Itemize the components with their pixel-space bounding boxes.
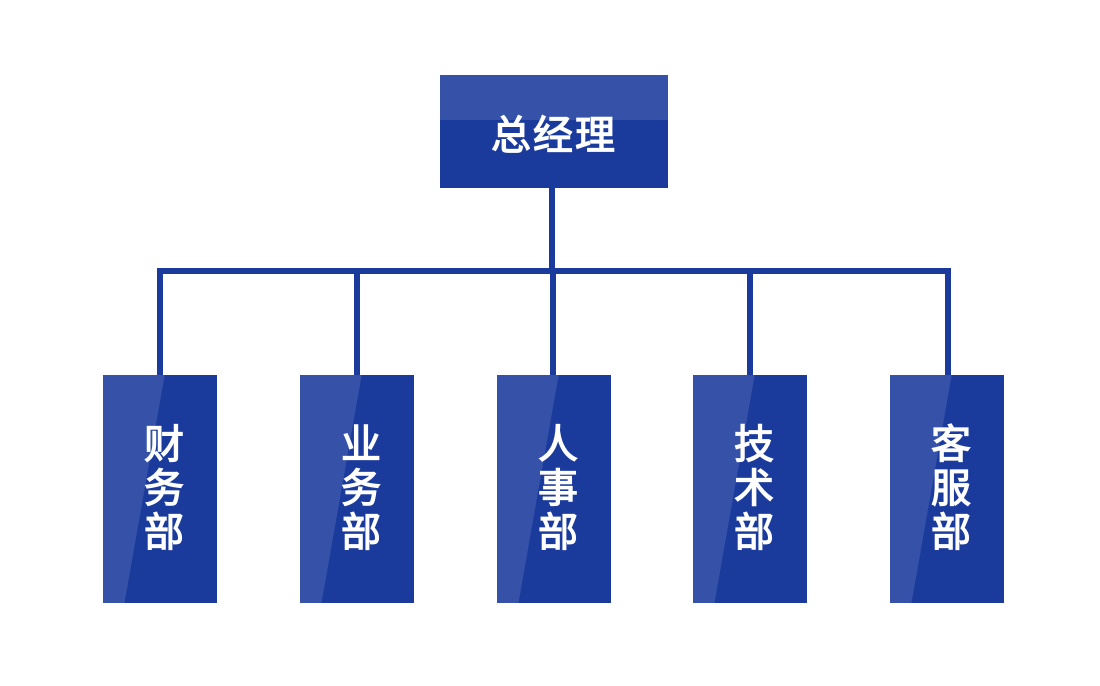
node-label: 财务部 xyxy=(137,423,183,555)
node-label: 业务部 xyxy=(334,423,380,555)
dept-connector xyxy=(157,268,163,375)
dept-connector xyxy=(945,268,951,375)
node-business-dept: 业务部 xyxy=(300,375,414,603)
node-label: 技术部 xyxy=(727,423,773,555)
node-general-manager: 总经理 xyxy=(440,75,668,188)
root-connector xyxy=(549,188,555,273)
node-hr-dept: 人事部 xyxy=(497,375,611,603)
node-tech-dept: 技术部 xyxy=(693,375,807,603)
node-customer-service-dept: 客服部 xyxy=(890,375,1004,603)
node-label: 人事部 xyxy=(531,423,577,555)
dept-connector xyxy=(747,268,753,375)
dept-connector xyxy=(550,268,556,375)
dept-connector xyxy=(354,268,360,375)
node-label: 总经理 xyxy=(491,112,617,159)
node-label: 客服部 xyxy=(924,423,970,555)
node-finance-dept: 财务部 xyxy=(103,375,217,603)
